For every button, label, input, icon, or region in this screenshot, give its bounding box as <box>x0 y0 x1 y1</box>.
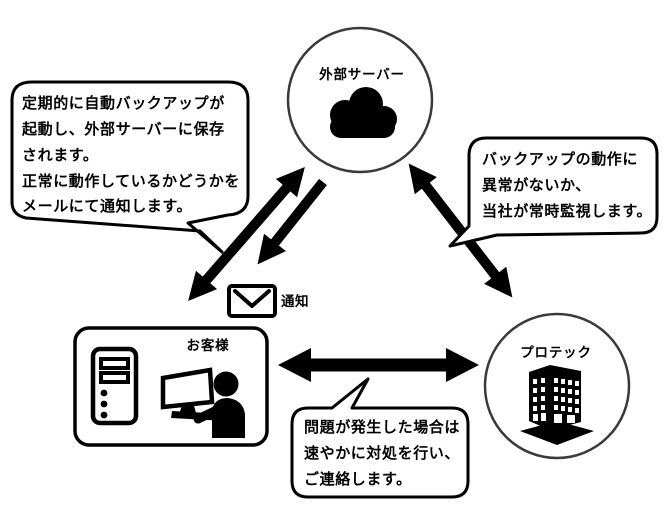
bubble-text-line: 起動し、外部サーバーに保存 <box>21 120 225 138</box>
person-head <box>213 371 239 397</box>
bubble-text-line: 定期的に自動バックアップが <box>22 94 225 112</box>
person-arm <box>193 404 224 424</box>
monitoring-info-bubble <box>448 136 659 248</box>
bubble-text-line: されます。 <box>22 147 99 164</box>
person-body <box>212 398 245 438</box>
backup-info-bubble-text: 定期的に自動バックアップが 起動し、外部サーバーに保存 されます。 正常に動作し… <box>21 94 240 215</box>
server-label: 外部サーバー <box>319 66 405 82</box>
arrow-server-customer <box>188 166 305 302</box>
envelope-flap <box>233 289 271 308</box>
notification-label: 通知 <box>281 293 309 309</box>
response-info-bubble <box>290 377 470 499</box>
bubble-text-line: メールにて通知します。 <box>22 197 192 215</box>
bubble-text-line: 当社が常時監視します。 <box>482 202 652 220</box>
backup-info-bubble <box>10 80 250 254</box>
arrow-server-notification <box>257 178 327 265</box>
bubble-text-line: バックアップの動作に <box>482 150 638 168</box>
monitor-icon <box>160 367 215 410</box>
cloud-icon <box>330 87 397 138</box>
response-info-bubble-text: 問題が発生した場合は 速やかに対処を行い、 ご連絡します。 <box>304 418 460 488</box>
envelope-icon <box>227 284 277 318</box>
bubble-text-line: 速やかに対処を行い、 <box>304 444 460 462</box>
arrow-server-protech <box>408 163 513 298</box>
bubble-text-line: 問題が発生した場合は <box>304 418 460 436</box>
pc-tower-icon <box>90 346 139 426</box>
bubble-text-line: 異常がないか、 <box>482 176 591 194</box>
building-icon <box>520 365 594 445</box>
monitoring-info-bubble-text: バックアップの動作に 異常がないか、 当社が常時監視します。 <box>482 150 652 220</box>
protech-label: プロテック <box>520 345 592 360</box>
bubble-text-line: 正常に動作しているかどうかを <box>22 172 240 190</box>
person-at-computer-icon <box>160 367 245 438</box>
building-base <box>520 421 594 445</box>
customer-label: お客様 <box>187 337 230 353</box>
bubble-text-line: ご連絡します。 <box>304 470 412 488</box>
